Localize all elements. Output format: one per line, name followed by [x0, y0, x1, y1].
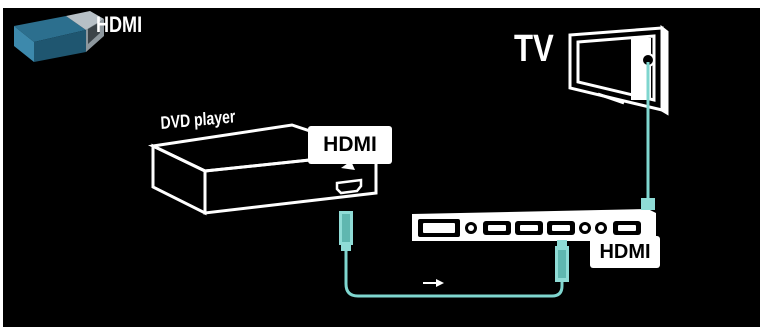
- tv-port-panel-icon: [412, 209, 656, 241]
- tv-hdmi-port-callout: HDMI: [590, 236, 660, 268]
- hdmi-cable: [339, 211, 569, 298]
- tv-side-plug: [641, 198, 655, 210]
- dvd-hdmi-port-callout: HDMI: [308, 126, 392, 164]
- direction-arrow-icon: [423, 279, 444, 287]
- tv-label: TV: [514, 28, 554, 70]
- tv-icon: [568, 24, 669, 116]
- cable-type-label: HDMI: [96, 12, 143, 37]
- hdmi-plug-icon: [14, 11, 104, 62]
- dvd-hdmi-port-icon: [335, 161, 363, 195]
- tv-hdmi-port-icon: [631, 38, 655, 100]
